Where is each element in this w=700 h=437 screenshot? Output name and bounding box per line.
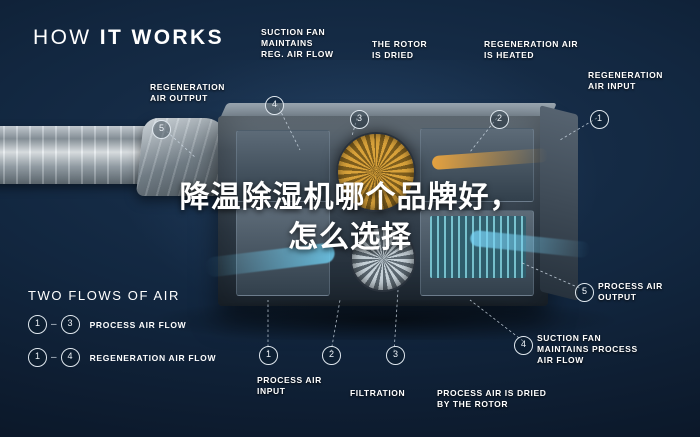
- label-process-air-dried: PROCESS AIR IS DRIED BY THE ROTOR: [437, 388, 547, 409]
- legend-row-process-air: 1 – 3 PROCESS AIR FLOW: [28, 315, 216, 334]
- badge-process-air-input: 1: [259, 346, 278, 365]
- label-regeneration-air-output: REGENERATION AIR OUTPUT: [150, 82, 226, 103]
- watermark-line-1: 降温除湿机哪个品牌好，: [179, 180, 521, 215]
- page-title: HOW IT WORKS: [33, 26, 224, 50]
- legend-dash-2: –: [51, 352, 57, 363]
- legend-badge-to-4: 4: [60, 348, 80, 367]
- label-regeneration-air-input: REGENERATION AIR INPUT: [588, 70, 664, 91]
- legend-badge-to-3: 3: [60, 315, 80, 334]
- label-suction-fan-reg: SUCTION FAN MAINTAINS REG. AIR FLOW: [261, 27, 334, 59]
- watermark-line-2: 怎么选择: [288, 220, 412, 255]
- label-regeneration-air-is-heated: REGENERATION AIR IS HEATED: [484, 39, 579, 60]
- badge-filtration: 2: [322, 346, 341, 365]
- headline-part1: HOW: [33, 26, 92, 49]
- badge-process-air-output: 5: [575, 283, 594, 302]
- badge-suction-fan-process: 4: [514, 336, 533, 355]
- label-process-air-output: PROCESS AIR OUTPUT: [598, 281, 663, 302]
- suction-fan: [350, 226, 416, 292]
- unit-shadow: [150, 300, 620, 340]
- watermark-text: 降温除湿机哪个品牌好， 怎么选择: [0, 178, 700, 258]
- label-filtration: FILTRATION: [350, 388, 406, 398]
- label-process-air-input: PROCESS AIR INPUT: [257, 375, 322, 396]
- headline-part2: IT WORKS: [99, 26, 224, 49]
- legend-label-regeneration-air-flow: REGENERATION AIR FLOW: [89, 352, 217, 363]
- badge-the-rotor-is-dried: 3: [350, 110, 369, 129]
- label-the-rotor-is-dried: THE ROTOR IS DRIED: [372, 39, 428, 60]
- badge-process-air-dried: 3: [386, 346, 405, 365]
- badge-regeneration-air-input: 1: [590, 110, 609, 129]
- legend: TWO FLOWS OF AIR 1 – 3 PROCESS AIR FLOW …: [28, 288, 216, 381]
- legend-badge-from-1: 1: [28, 315, 47, 334]
- label-suction-fan-process: SUCTION FAN MAINTAINS PROCESS AIR FLOW: [537, 333, 638, 365]
- legend-badge-from-1b: 1: [28, 348, 47, 367]
- badge-regeneration-air-is-heated: 2: [490, 110, 509, 129]
- desiccant-rotor: [336, 132, 416, 212]
- legend-label-process-air-flow: PROCESS AIR FLOW: [89, 319, 187, 330]
- badge-suction-fan-reg: 4: [265, 96, 284, 115]
- badge-regeneration-air-output: 5: [152, 120, 171, 139]
- legend-row-regeneration-air: 1 – 4 REGENERATION AIR FLOW: [28, 348, 216, 367]
- legend-dash-1: –: [51, 319, 57, 330]
- legend-title: TWO FLOWS OF AIR: [28, 288, 180, 303]
